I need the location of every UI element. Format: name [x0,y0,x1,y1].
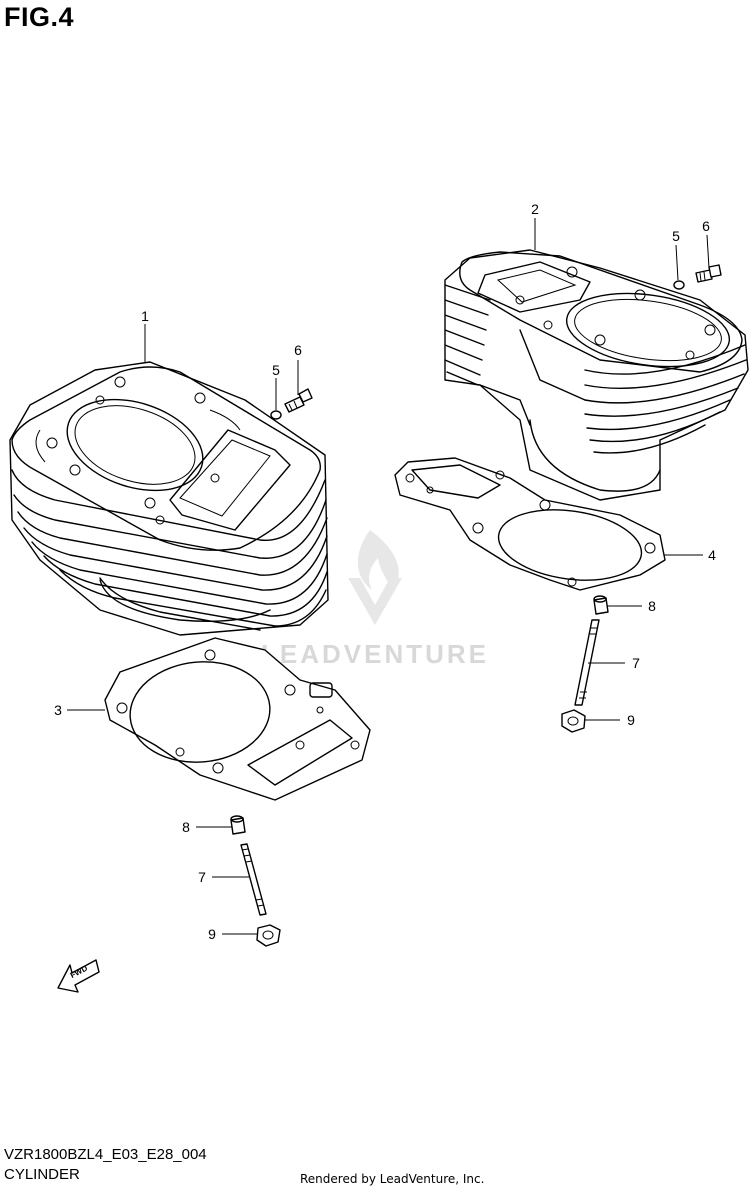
part-6-union-rear[interactable] [695,264,722,283]
part-4-rear-cylinder-gasket[interactable] [394,457,666,591]
callout-7-rear[interactable]: 7 [632,655,640,671]
part-3-front-cylinder-gasket[interactable] [104,637,371,801]
part-5-o-ring-front[interactable] [270,410,282,420]
part-2-rear-cylinder[interactable] [444,249,749,501]
leader-lines [67,218,710,935]
watermark-text: LEADVENTURE [261,639,489,669]
figure-title: FIG.4 [4,2,75,32]
watermark: LEADVENTURE [261,530,489,669]
part-8-dowel-pin-rear[interactable] [593,595,609,615]
callout-4[interactable]: 4 [708,547,716,563]
diagram-name: CYLINDER [4,1166,80,1183]
render-credit: Rendered by LeadVenture, Inc. [300,1172,485,1186]
part-9-nut-front[interactable] [256,924,281,947]
part-6-union-front[interactable] [284,388,313,413]
watermark-logo-icon [348,530,402,625]
callout-9-rear[interactable]: 9 [627,712,635,728]
callout-8-front[interactable]: 8 [182,819,190,835]
fwd-arrow-icon: FWD [57,959,100,993]
part-8-dowel-pin-front[interactable] [230,815,246,835]
callout-5-rear[interactable]: 5 [672,228,680,244]
callouts: 1 2 3 4 5 6 5 6 8 7 9 8 7 9 [54,201,716,942]
callout-6-rear[interactable]: 6 [702,218,710,234]
part-5-o-ring-rear[interactable] [673,280,685,290]
callout-5-front[interactable]: 5 [272,362,280,378]
part-7-stud-bolt-rear[interactable] [574,619,600,706]
callout-8-rear[interactable]: 8 [648,598,656,614]
callout-6-front[interactable]: 6 [294,342,302,358]
diagram-code: VZR1800BZL4_E03_E28_004 [4,1146,207,1163]
part-9-nut-rear[interactable] [561,709,586,733]
part-1-front-cylinder[interactable] [9,361,329,636]
callout-2[interactable]: 2 [531,201,539,217]
part-7-stud-bolt-front[interactable] [240,843,267,916]
callout-1[interactable]: 1 [141,308,149,324]
callout-9-front[interactable]: 9 [208,926,216,942]
callout-3[interactable]: 3 [54,702,62,718]
callout-7-front[interactable]: 7 [198,869,206,885]
